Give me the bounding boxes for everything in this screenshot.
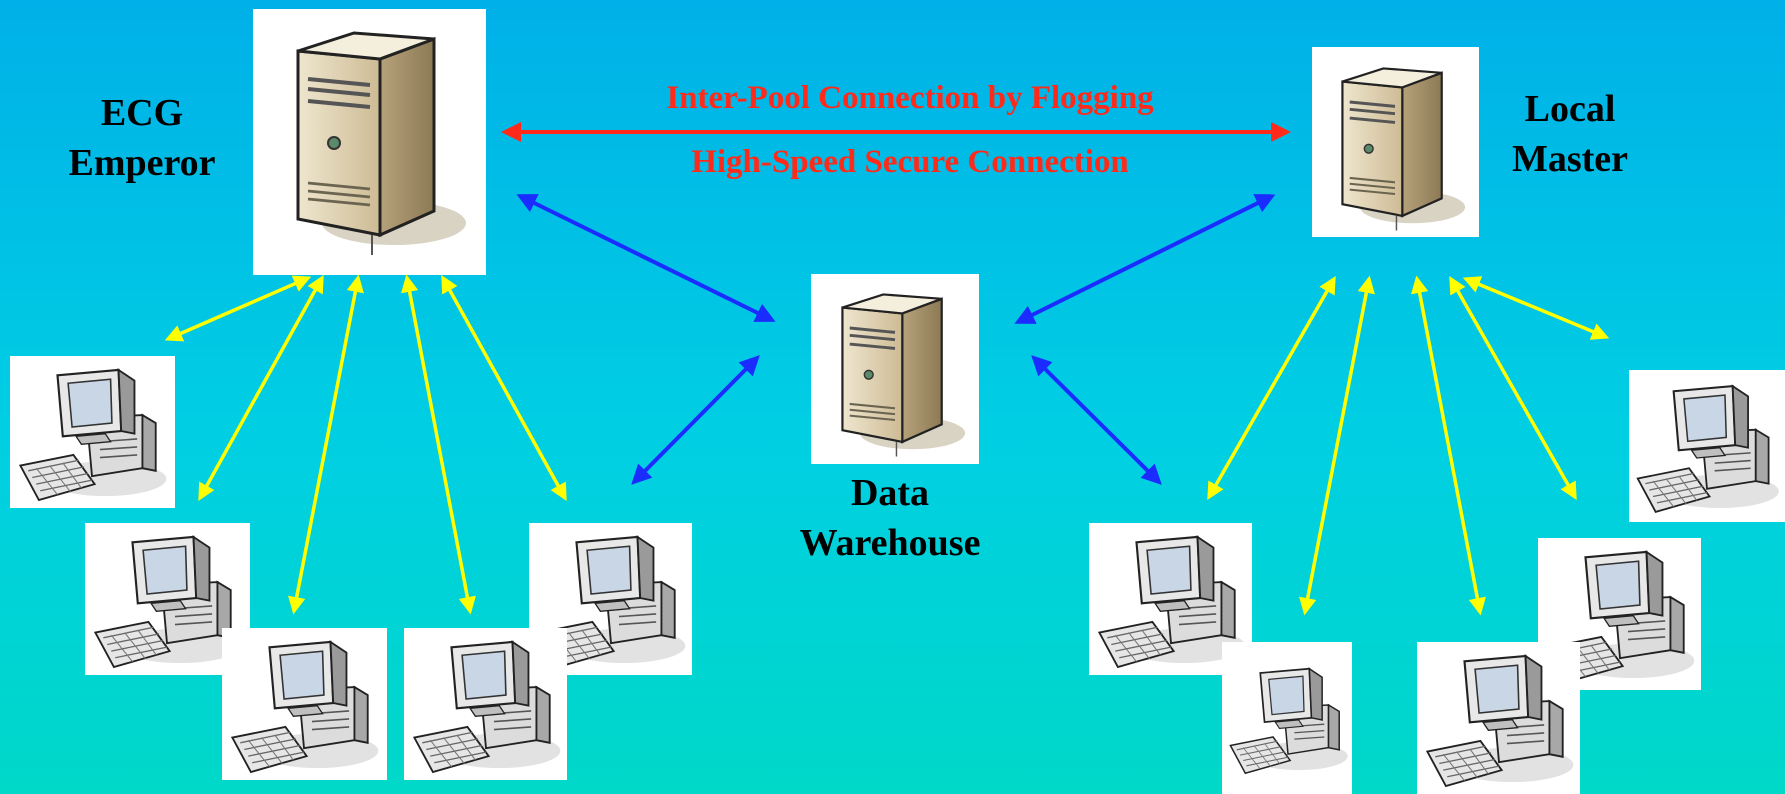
master-client-link (1207, 275, 1336, 501)
warehouse-client-link (1031, 355, 1162, 485)
emperor-label: ECG Emperor (68, 92, 216, 184)
master-client-link (1462, 276, 1610, 340)
master-label: Local Master (1511, 88, 1629, 180)
master-client-link (1299, 275, 1375, 616)
emperor-client-link (164, 275, 312, 342)
master-client-link (1449, 275, 1577, 501)
master-client-link (1411, 275, 1486, 616)
emperor-client-link (198, 274, 324, 502)
secure-connection-label: High-Speed Secure Connection (691, 144, 1129, 180)
emperor-client-link (441, 274, 567, 502)
warehouse-label: Data Warehouse (799, 472, 981, 564)
master-warehouse-link (1014, 194, 1276, 324)
inter-pool-connection-label: Inter-Pool Connection by Flogging (666, 80, 1154, 116)
warehouse-client-link (631, 355, 760, 485)
emperor-warehouse-link (516, 194, 776, 322)
emperor-client-link (288, 274, 364, 615)
emperor-client-link (401, 274, 476, 615)
